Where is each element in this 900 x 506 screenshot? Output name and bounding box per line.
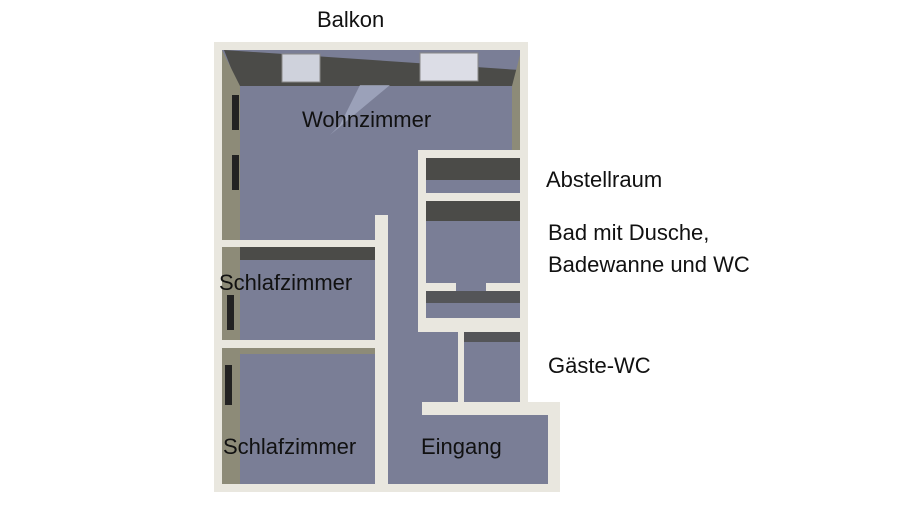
wall-bad-bottom [418, 318, 528, 332]
floor-entrance [420, 414, 548, 484]
window [232, 155, 239, 190]
wall-wc-left [458, 332, 464, 402]
wall-bedroom-divider [222, 340, 375, 348]
wall-abstell-top [418, 150, 528, 158]
bad-shade [426, 201, 520, 221]
label-wohnzimmer: Wohnzimmer [302, 107, 432, 132]
label-schlafzimmer-1: Schlafzimmer [219, 270, 353, 295]
label-schlafzimmer-2: Schlafzimmer [223, 434, 357, 459]
window [227, 295, 234, 330]
wall-entrance-top [422, 402, 558, 415]
bottom-wall [214, 484, 560, 492]
label-bad-line1: Bad mit Dusche, [548, 220, 710, 245]
label-gaeste-wc: Gäste-WC [548, 353, 651, 378]
balcony-door [419, 52, 479, 82]
label-bad-line2: Badewanne und WC [548, 252, 750, 277]
skylight [281, 53, 321, 83]
east-wall-shade [512, 55, 520, 150]
bedroom2-shade [240, 348, 375, 354]
wall-right-column [418, 150, 426, 330]
wall-bad-door-right [486, 283, 520, 291]
label-abstellraum: Abstellraum [546, 167, 663, 192]
wall-bedroom1-top [222, 240, 375, 247]
glass-pane [330, 85, 390, 135]
wc-shade [464, 332, 520, 342]
label-balkon: Balkon [317, 7, 385, 32]
bad-door-shade [426, 291, 520, 303]
abstell-shade [426, 158, 520, 180]
window [232, 95, 239, 130]
wall-abstell-bottom [418, 193, 528, 201]
wall-hallway [375, 215, 388, 485]
wall-bad-door-left [426, 283, 456, 291]
bedroom1-shade [240, 247, 375, 260]
window [225, 365, 232, 405]
label-eingang: Eingang [421, 434, 502, 459]
